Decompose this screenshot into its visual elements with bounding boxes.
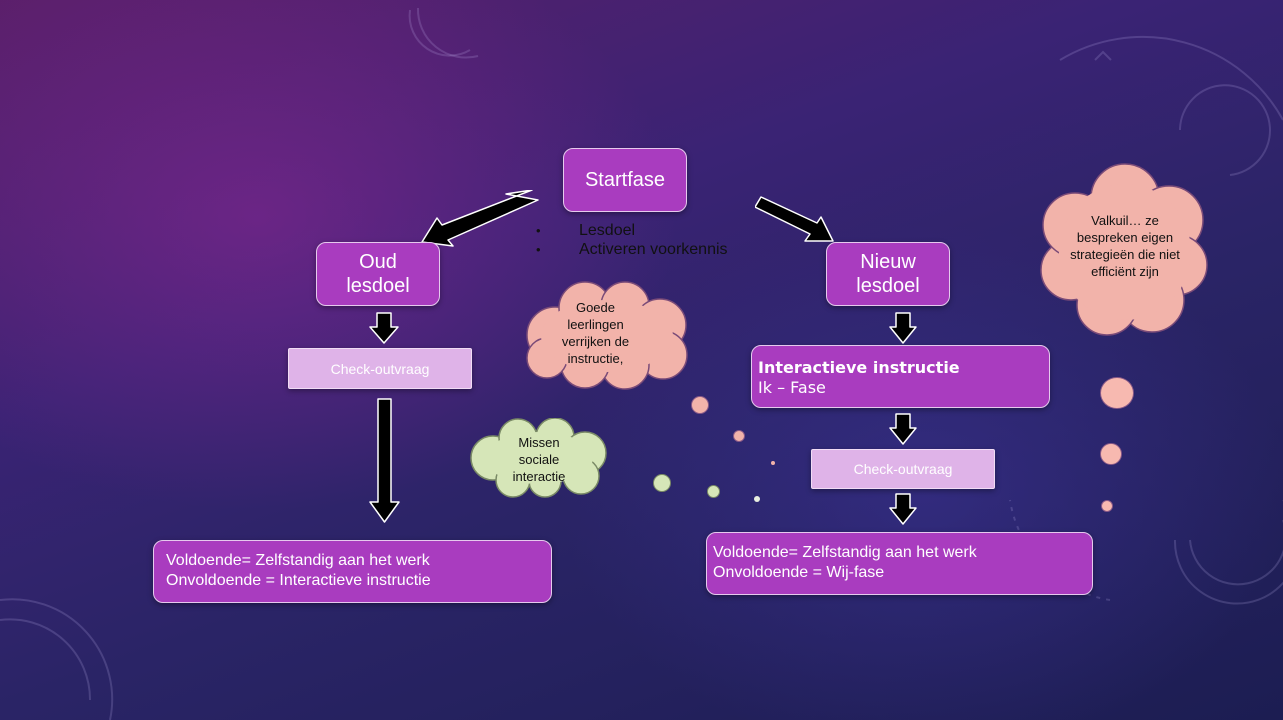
result-line: Voldoende= Zelfstandig aan het werk bbox=[166, 552, 430, 569]
cloud-valkuil-icon bbox=[1040, 163, 1208, 336]
arrow-to-oud-icon bbox=[421, 190, 539, 247]
thought-bubble bbox=[653, 474, 671, 492]
bullet-icon: • bbox=[536, 223, 541, 238]
thought-bubble bbox=[754, 496, 760, 502]
start-bullets: • Lesdoel • Activeren voorkennis bbox=[536, 221, 728, 259]
cloud-valkuil-text: Valkuil… ze bespreken eigen strategieën … bbox=[1070, 213, 1180, 279]
thought-bubble bbox=[733, 430, 745, 442]
startfase-box: Startfase bbox=[563, 148, 687, 212]
cloud-missen-text: Missen sociale interactie bbox=[512, 434, 566, 484]
arrow-down-icon bbox=[889, 413, 917, 445]
bullet-item: • Lesdoel bbox=[536, 221, 728, 240]
check-outvraag-left: Check-outvraag bbox=[288, 348, 472, 389]
check-outvraag-right: Check-outvraag bbox=[811, 449, 995, 489]
thought-bubble bbox=[1101, 500, 1113, 512]
bullet-item: • Activeren voorkennis bbox=[536, 240, 728, 259]
bullet-text: Lesdoel bbox=[579, 222, 636, 239]
arrow-down-icon bbox=[369, 312, 399, 344]
startfase-label: Startfase bbox=[584, 168, 666, 191]
cloud-goede-icon bbox=[526, 281, 688, 390]
bullet-text: Activeren voorkennis bbox=[579, 241, 728, 258]
result-line: Onvoldoende = Wij-fase bbox=[713, 564, 885, 581]
arrow-to-nieuw-icon bbox=[755, 196, 834, 242]
interactieve-instructie-box: Interactieve instructie Ik – Fase bbox=[751, 345, 1050, 408]
thought-bubble bbox=[1100, 443, 1122, 465]
arrow-down-long-icon bbox=[369, 398, 400, 523]
bullet-icon: • bbox=[536, 242, 541, 257]
thought-bubble bbox=[1100, 377, 1134, 409]
thought-bubble bbox=[707, 485, 720, 498]
thought-bubble bbox=[771, 461, 775, 465]
nieuw-lesdoel-label: Nieuw lesdoel bbox=[856, 251, 920, 297]
nieuw-lesdoel-box: Nieuw lesdoel bbox=[826, 242, 950, 306]
arrow-down-icon bbox=[889, 493, 917, 525]
result-right-box: Voldoende= Zelfstandig aan het werk Onvo… bbox=[706, 532, 1093, 595]
arrow-down-icon bbox=[889, 312, 917, 344]
oud-lesdoel-box: Oud lesdoel bbox=[316, 242, 440, 306]
interactieve-sub: Ik – Fase bbox=[758, 378, 826, 397]
check-outvraag-label: Check-outvraag bbox=[853, 461, 953, 477]
thought-bubble bbox=[691, 396, 709, 414]
result-left-box: Voldoende= Zelfstandig aan het werk Onvo… bbox=[153, 540, 552, 603]
oud-lesdoel-label: Oud lesdoel bbox=[346, 251, 410, 297]
result-line: Voldoende= Zelfstandig aan het werk bbox=[713, 544, 977, 561]
check-outvraag-label: Check-outvraag bbox=[330, 360, 430, 377]
cloud-missen-icon bbox=[470, 418, 607, 498]
cloud-goede-text: Goede leerlingen verrijken de instructie… bbox=[561, 300, 630, 366]
interactieve-title: Interactieve instructie bbox=[758, 358, 960, 377]
result-line: Onvoldoende = Interactieve instructie bbox=[166, 572, 431, 589]
